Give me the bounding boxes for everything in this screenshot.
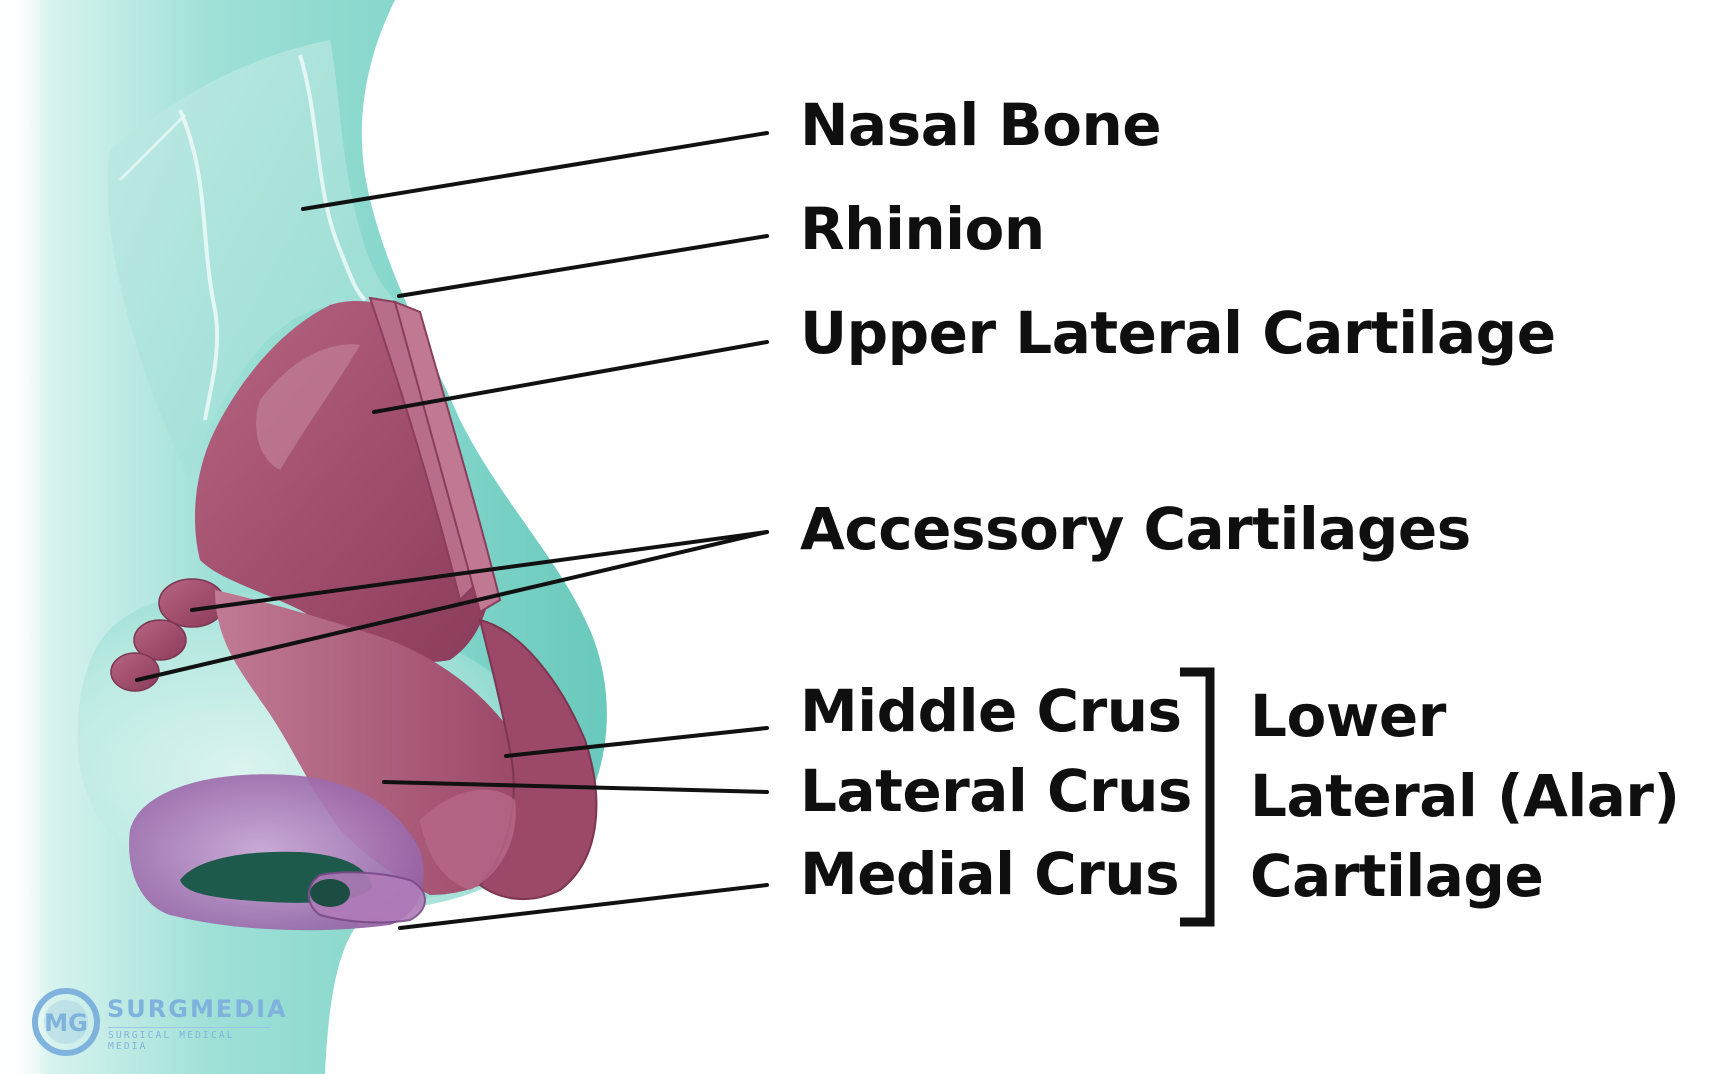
bone-suture-line-2 — [298, 54, 367, 302]
label-rhinion: Rhinion — [800, 195, 1045, 263]
logo-name: SURGMEDIA — [107, 995, 288, 1023]
label-upper-lateral-cartilage: Upper Lateral Cartilage — [800, 299, 1556, 367]
bone-suture-line-3 — [118, 113, 187, 182]
leader-middle-crus — [504, 726, 769, 758]
bone-suture-line — [178, 109, 220, 421]
accessory-cartilage-2 — [133, 619, 187, 661]
label-medial-crus: Medial Crus — [800, 840, 1180, 908]
ulc-highlight — [256, 344, 360, 470]
leader-nasal-bone — [301, 131, 769, 211]
dome-highlight — [420, 789, 516, 890]
leader-rhinion — [397, 234, 769, 298]
logo-mark-text: MG — [44, 1009, 88, 1037]
leader-upper-lateral-cartilage — [372, 340, 769, 414]
accessory-cartilage-1 — [158, 578, 226, 628]
leader-medial-crus — [398, 883, 769, 930]
label-lateral-crus: Lateral Crus — [800, 757, 1192, 825]
group-label-lateral-alar: Lateral (Alar) — [1250, 762, 1680, 830]
left-edge-fade — [0, 0, 40, 1074]
group-label-lower: Lower — [1250, 682, 1446, 750]
nasal-bone-shape — [107, 40, 396, 480]
group-label-cartilage: Cartilage — [1250, 842, 1544, 910]
nostril-inner-shadow — [310, 879, 350, 907]
leader-accessory-2 — [135, 530, 769, 682]
septal-strip-2 — [393, 300, 502, 614]
leader-accessory-1 — [190, 530, 769, 612]
leader-lines — [135, 131, 769, 930]
label-middle-crus: Middle Crus — [800, 677, 1182, 745]
accessory-cartilage-3 — [110, 652, 160, 692]
label-nasal-bone: Nasal Bone — [800, 91, 1162, 159]
surgmedia-logo: SURGMEDIA SURGICAL MEDICAL MEDIA — [30, 985, 286, 1055]
label-accessory-cartilages: Accessory Cartilages — [800, 495, 1471, 563]
leader-lateral-crus — [382, 780, 769, 794]
lower-lateral-bracket — [1180, 667, 1215, 927]
logo-tagline: SURGICAL MEDICAL MEDIA — [108, 1027, 270, 1052]
surgmedia-logo-mark: MG — [32, 988, 100, 1056]
